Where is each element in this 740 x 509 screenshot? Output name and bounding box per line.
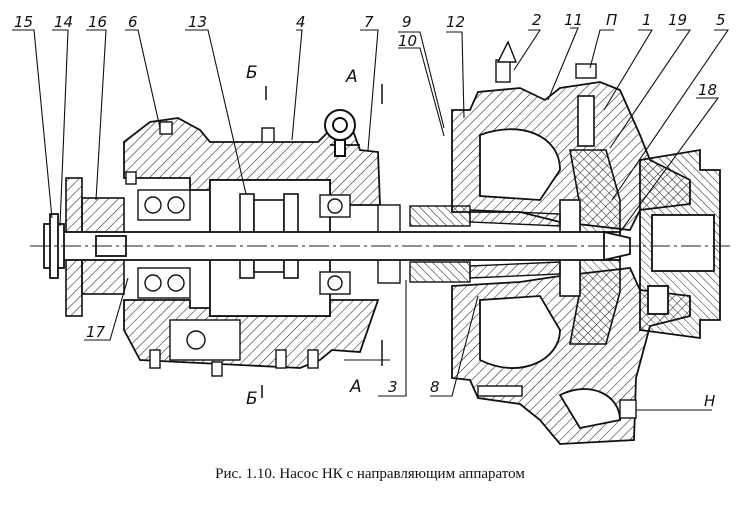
leader-lines	[12, 27, 730, 411]
callout-9: 9	[402, 13, 412, 31]
section-a-top: А	[345, 67, 358, 87]
callout-11: 11	[564, 11, 583, 29]
callout-N: Н	[704, 392, 715, 410]
bolts	[125, 40, 637, 419]
callout-2: 2	[532, 11, 542, 29]
section-b-bottom: Б	[246, 389, 258, 409]
callout-16: 16	[88, 13, 107, 31]
callout-18: 18	[698, 81, 717, 99]
callout-labels: 15 14 16 6 13 4 7 9 10 12 2 11 П 1 19 5 …	[14, 11, 726, 410]
callout-5: 5	[716, 11, 726, 29]
figure-caption: Рис. 1.10. Насос НК с направляющим аппар…	[215, 466, 525, 482]
callout-10: 10	[398, 32, 417, 50]
callout-3: 3	[388, 378, 398, 396]
callout-13: 13	[188, 13, 207, 31]
section-b-top: Б	[246, 63, 258, 83]
section-labels: А А Б Б	[246, 63, 362, 409]
callout-8: 8	[430, 378, 440, 396]
pump-casing	[451, 81, 691, 445]
callout-19: 19	[668, 11, 687, 29]
callout-12: 12	[446, 13, 465, 31]
callout-1: 1	[642, 11, 652, 29]
callout-7: 7	[364, 13, 374, 31]
section-a-bottom: А	[349, 377, 362, 397]
callout-15: 15	[14, 13, 33, 31]
callout-P: П	[606, 11, 617, 29]
callout-14: 14	[54, 13, 73, 31]
callout-4: 4	[296, 13, 306, 31]
callout-17: 17	[86, 323, 106, 341]
bearings	[137, 189, 351, 299]
eye-bolt	[324, 109, 356, 157]
callout-6: 6	[128, 13, 138, 31]
suction-nozzle	[639, 148, 721, 340]
section-marks	[261, 84, 390, 398]
